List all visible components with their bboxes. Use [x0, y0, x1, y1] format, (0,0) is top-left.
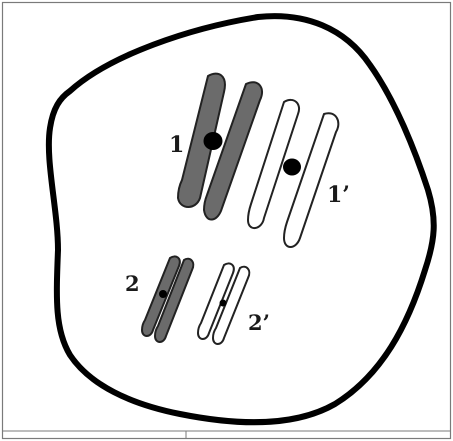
label-1: 1: [169, 132, 184, 158]
chromosome-1-centromere: [204, 132, 223, 150]
chromosome-2-centromere: [159, 290, 167, 298]
label-2-prime: 2’: [248, 310, 270, 335]
cell-outline: [49, 16, 434, 422]
label-1-prime: 1’: [327, 182, 350, 208]
chromosome-2-prime-centromere: [220, 300, 227, 307]
chromosome-1-prime-centromere: [283, 159, 301, 176]
label-2: 2: [125, 271, 140, 296]
